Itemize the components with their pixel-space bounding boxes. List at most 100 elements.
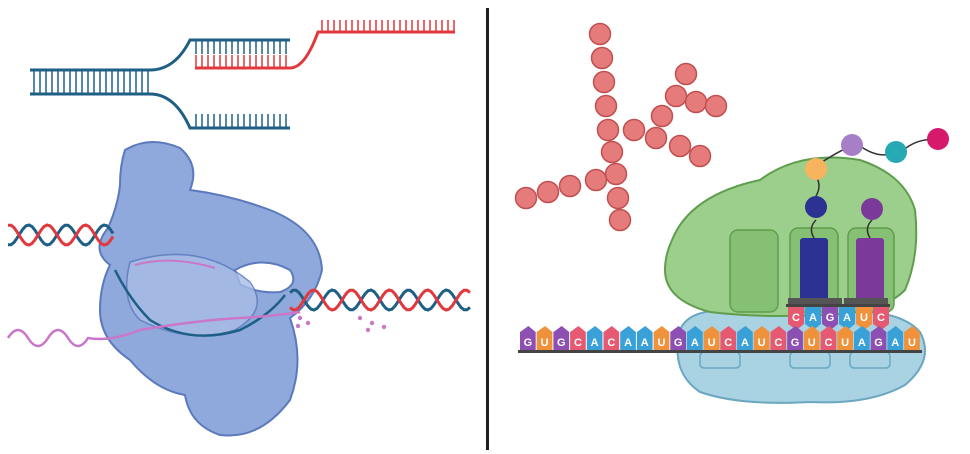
peptide-bead	[841, 134, 863, 156]
mrna-base-letter: C	[574, 337, 582, 349]
parental-strand-bottom	[30, 92, 290, 130]
amino-acid-bead	[600, 140, 624, 164]
anticodon-base	[805, 306, 821, 330]
mrna-base	[870, 326, 887, 350]
mrna-base	[803, 326, 820, 350]
anticodon-base-letter: C	[877, 312, 885, 324]
mrna-base-letter: G	[557, 337, 566, 349]
anticodon-base	[856, 306, 872, 330]
anticodon-base-letter: U	[860, 312, 868, 324]
peptide-bead	[927, 128, 949, 150]
amino-acid-bead	[558, 174, 582, 198]
ribosome	[663, 156, 926, 404]
polymerase-inner-fold	[125, 253, 258, 337]
mrna-base	[536, 326, 553, 350]
amino-acid-bead	[688, 144, 712, 168]
anticodon-base-letter: C	[792, 312, 800, 324]
mrna-base-letter: U	[708, 337, 716, 349]
amino-acid-bead	[674, 62, 698, 86]
panel-divider	[486, 8, 489, 450]
mrna-base	[553, 326, 570, 350]
amino-acid-bead	[596, 118, 620, 142]
anticodon-base-letter: A	[809, 312, 817, 324]
mrna-base	[586, 326, 603, 350]
amino-acid-bead	[650, 104, 674, 128]
mrna-base-letter: U	[758, 337, 766, 349]
mrna-base	[854, 326, 870, 350]
mrna-base-letter: C	[774, 337, 782, 349]
amino-acid-bead	[608, 208, 632, 232]
mrna-base-letter: G	[874, 337, 883, 349]
peptide-bead	[861, 198, 883, 220]
parental-strand-top	[30, 38, 290, 72]
anticodon-base	[873, 306, 889, 330]
mrna-base	[737, 326, 753, 350]
mrna-base	[904, 326, 920, 350]
anticodon-base-letter: A	[843, 312, 851, 324]
amino-acid-bead	[606, 186, 630, 210]
replication-fork	[30, 20, 455, 130]
mrna-base	[520, 326, 536, 350]
trna-p-linker	[810, 219, 817, 239]
trna-a-site-base	[844, 298, 888, 304]
mrna-strand	[6, 310, 301, 348]
mrna-base-letter: U	[841, 337, 849, 349]
peptide-linker	[815, 138, 937, 197]
amino-acid-bead	[604, 162, 628, 186]
anticodon-base	[839, 306, 855, 330]
mrna-base-letter: C	[724, 337, 732, 349]
mrna-base-letter: A	[741, 337, 749, 349]
peptide-bead	[885, 141, 907, 163]
mrna-base	[720, 326, 737, 350]
mrna-base-letter: U	[541, 337, 549, 349]
free-nucleotides	[295, 315, 387, 333]
mrna-base	[787, 326, 803, 350]
amino-acid-bead	[592, 70, 616, 94]
mrna-base-letter: U	[908, 337, 916, 349]
mrna-base-letter: A	[641, 337, 649, 349]
mrna-base-letter: A	[891, 337, 899, 349]
mrna-base	[703, 326, 720, 350]
amino-acid-bead	[590, 46, 614, 70]
trna-a-site-body	[856, 238, 884, 300]
mrna-base-letter: G	[674, 337, 683, 349]
trna-a-linker	[866, 219, 873, 239]
mrna-base-letter: A	[858, 337, 866, 349]
trna-p-site-base	[788, 298, 842, 304]
mrna-transcript	[6, 259, 387, 348]
amino-acid-bead	[594, 94, 618, 118]
mrna-base-letter: C	[824, 337, 832, 349]
mrna-base	[770, 326, 787, 350]
amino-acid-bead	[704, 94, 728, 118]
mrna-base	[687, 326, 703, 350]
trna-p-site-body	[800, 238, 828, 300]
mrna-inside-polymerase	[134, 259, 216, 269]
amino-acid-bead	[622, 118, 646, 142]
mrna-base-letter: U	[657, 337, 665, 349]
mrna-base-letter: C	[607, 337, 615, 349]
mrna-base	[887, 326, 904, 350]
mrna-base	[753, 326, 770, 350]
mrna-base	[603, 326, 620, 350]
mrna-base	[670, 326, 686, 350]
anticodon-base	[788, 306, 804, 330]
mrna-base	[837, 326, 853, 350]
anticodon-base-letter: G	[826, 312, 835, 324]
anticodon-base	[822, 306, 838, 330]
amino-acid-bead	[668, 134, 692, 158]
anticodon-backbone	[786, 304, 890, 307]
mrna-base-letter: G	[791, 337, 800, 349]
mrna-base-letter: G	[524, 337, 533, 349]
mrna-backbone	[518, 350, 922, 353]
mrna-base	[653, 326, 670, 350]
new-strand	[195, 30, 455, 70]
amino-acid-bead	[588, 22, 612, 46]
helix-strand-coding	[8, 223, 471, 312]
mrna-base-letter: A	[691, 337, 699, 349]
small-subunit-slot-1	[699, 351, 741, 369]
amino-acid-bead	[584, 168, 608, 192]
amino-acid-bead	[514, 186, 538, 210]
